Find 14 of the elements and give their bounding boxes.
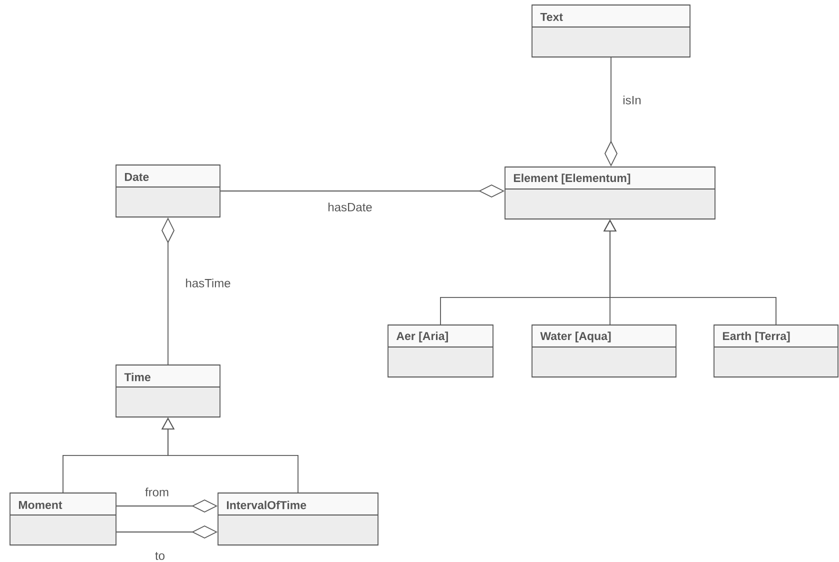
- class-box: Aer [Aria]: [388, 324, 494, 378]
- edge-label: to: [154, 551, 166, 561]
- class-box: Time: [116, 364, 220, 418]
- edge-label: isIn: [622, 94, 642, 106]
- class-box: Date: [116, 164, 220, 218]
- edge-label: hasTime: [184, 278, 232, 288]
- class-box: Element [Elementum]: [504, 166, 716, 220]
- class-box: Water [Aqua]: [532, 324, 676, 378]
- edge-label: hasDate: [326, 202, 374, 212]
- class-box: Earth [Terra]: [714, 324, 838, 378]
- class-box: IntervalOfTime: [218, 492, 378, 546]
- class-box: Text: [532, 4, 690, 58]
- class-box: Moment: [10, 492, 116, 546]
- edge-label: from: [144, 486, 170, 498]
